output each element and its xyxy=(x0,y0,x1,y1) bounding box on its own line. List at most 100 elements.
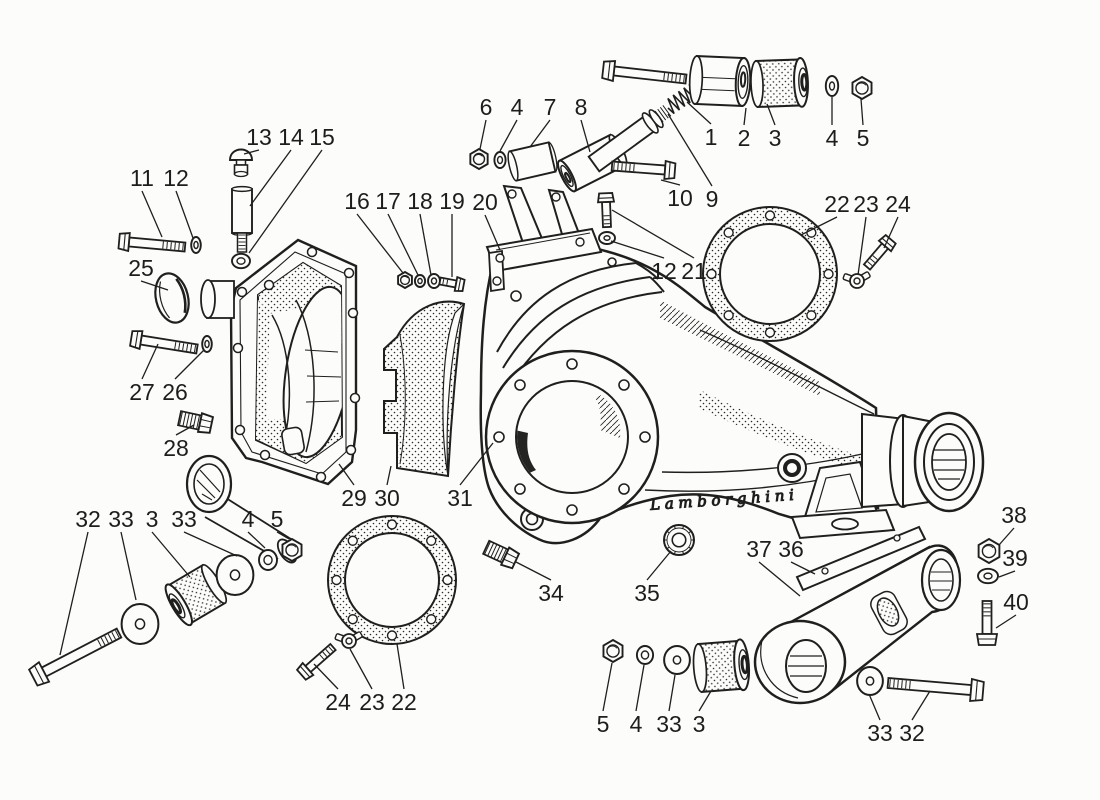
washer-33b xyxy=(215,554,255,596)
washer-15 xyxy=(231,252,251,270)
part-number-23: 23 xyxy=(359,689,385,715)
part-number-25: 25 xyxy=(128,255,154,281)
callout-31: 31 xyxy=(447,442,494,511)
bushing-3c xyxy=(692,638,751,694)
part-number-10: 10 xyxy=(667,185,693,211)
part-number-5: 5 xyxy=(857,125,870,151)
part-number-17: 17 xyxy=(375,188,401,214)
bracket-37 xyxy=(753,544,962,705)
bolt-27 xyxy=(129,330,199,355)
callout-2: 2 xyxy=(738,107,751,151)
flange-face xyxy=(484,349,660,525)
part-number-20: 20 xyxy=(472,189,498,215)
washer-26 xyxy=(201,335,213,353)
part-number-36: 36 xyxy=(778,536,804,562)
gasket-22-lower xyxy=(327,515,457,645)
bushing-7 xyxy=(507,141,558,182)
callout-4: 4 xyxy=(826,97,839,151)
bolt-40 xyxy=(975,600,999,646)
plug-34 xyxy=(481,539,521,570)
part-number-39: 39 xyxy=(1002,545,1028,571)
callout-37: 37 xyxy=(746,536,801,597)
callout-33: 33 xyxy=(171,506,238,557)
callout-26: 26 xyxy=(162,349,205,405)
part-number-24: 24 xyxy=(885,191,911,217)
callout-33: 33 xyxy=(108,506,137,601)
part-number-13: 13 xyxy=(246,124,272,150)
part-number-7: 7 xyxy=(544,94,557,120)
part-number-38: 38 xyxy=(1001,502,1027,528)
callout-23: 23 xyxy=(349,648,385,715)
part-number-23: 23 xyxy=(853,191,879,217)
callout-10: 10 xyxy=(660,179,693,211)
callout-4: 4 xyxy=(630,664,645,737)
callout-1: 1 xyxy=(686,101,717,150)
bolt-1-top xyxy=(601,60,688,85)
callout-30: 30 xyxy=(374,465,400,511)
callout-5: 5 xyxy=(597,662,613,737)
callout-18: 18 xyxy=(407,188,433,276)
washer-12-left xyxy=(190,236,202,254)
part-number-30: 30 xyxy=(374,485,400,511)
callout-19: 19 xyxy=(439,188,465,277)
nut-16 xyxy=(397,270,413,290)
part-number-4: 4 xyxy=(630,711,643,737)
washer-4d xyxy=(635,645,655,665)
cap-25 xyxy=(154,272,190,324)
bolt-24b xyxy=(295,642,337,681)
callout-4: 4 xyxy=(499,94,524,152)
strap-36 xyxy=(795,525,927,592)
callout-5: 5 xyxy=(271,506,290,540)
bolt-11 xyxy=(117,232,187,253)
bolt-32b xyxy=(886,677,985,702)
washer-4b xyxy=(824,75,840,97)
part-number-33: 33 xyxy=(867,720,893,746)
part-number-11: 11 xyxy=(130,165,154,191)
tabwasher-23a xyxy=(842,271,871,289)
washer-39 xyxy=(977,567,999,585)
callout-29: 29 xyxy=(338,463,367,511)
shield-30 xyxy=(383,300,466,478)
part-number-4: 4 xyxy=(511,94,524,120)
nut-6 xyxy=(469,147,489,171)
rod-9 xyxy=(587,105,672,173)
callout-34: 34 xyxy=(515,561,564,606)
callout-27: 27 xyxy=(129,343,159,405)
breather-13 xyxy=(229,148,253,178)
part-number-40: 40 xyxy=(1003,589,1029,615)
part-number-5: 5 xyxy=(597,711,610,737)
part-number-33: 33 xyxy=(171,506,197,532)
part-number-37: 37 xyxy=(746,536,772,562)
bushing-3a xyxy=(750,57,809,109)
callout-3: 3 xyxy=(146,506,191,578)
part-number-29: 29 xyxy=(341,485,367,511)
callout-32: 32 xyxy=(899,690,931,746)
callout-40: 40 xyxy=(995,589,1029,629)
part-number-27: 27 xyxy=(129,379,155,405)
part-number-6: 6 xyxy=(480,94,493,120)
part-number-34: 34 xyxy=(538,580,564,606)
part-number-35: 35 xyxy=(634,580,660,606)
flange-bolt-holes xyxy=(493,358,651,516)
callout-6: 6 xyxy=(479,94,493,150)
washer-33a xyxy=(120,603,160,645)
callout-12: 12 xyxy=(610,240,677,284)
cover-top-boss xyxy=(200,279,235,319)
washer-12-mid xyxy=(598,231,616,245)
part-number-22: 22 xyxy=(824,191,850,217)
callout-36: 36 xyxy=(778,536,816,575)
callout-11: 11 xyxy=(130,165,163,238)
callout-23: 23 xyxy=(853,191,879,276)
fasteners-layer xyxy=(27,54,1001,702)
part-number-15: 15 xyxy=(309,124,335,150)
part-number-21: 21 xyxy=(681,258,707,284)
callout-3: 3 xyxy=(766,103,781,151)
callout-22: 22 xyxy=(391,643,417,715)
cover-bottom-boss xyxy=(185,454,298,564)
part-number-16: 16 xyxy=(344,188,370,214)
part-number-2: 2 xyxy=(738,125,751,151)
callout-14: 14 xyxy=(249,124,304,207)
callout-7: 7 xyxy=(529,94,557,148)
part-number-3: 3 xyxy=(146,506,159,532)
